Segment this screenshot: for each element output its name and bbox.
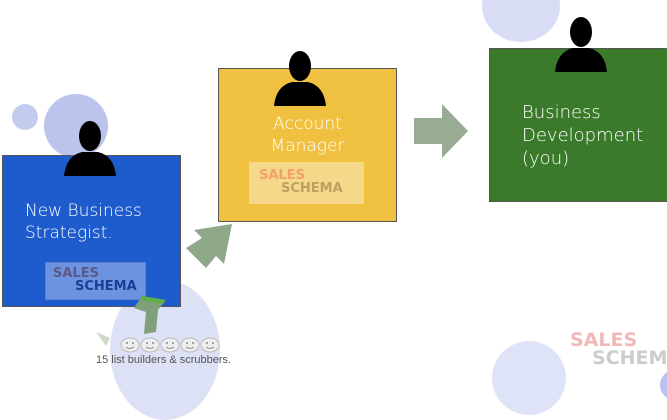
sales-schema-logo: SALES SCHEMA [259, 168, 343, 196]
logo-panel [45, 262, 146, 300]
smiley-icon [180, 337, 200, 353]
smiley-icon [160, 337, 180, 353]
role-label: Manager [270, 136, 345, 156]
sales-schema-logo: SALES SCHEMA [53, 266, 137, 294]
smiley-icon [200, 337, 220, 353]
arrow-fragment-icon [96, 332, 110, 346]
sales-schema-watermark: SALES SCHEMA [570, 329, 667, 369]
smiley-group [120, 337, 220, 353]
person-icon [555, 17, 607, 72]
person-icon [64, 121, 116, 176]
role-label: (you) [522, 148, 570, 169]
role-label: Strategist. [25, 223, 113, 243]
logo-panel [249, 162, 364, 204]
role-label: Business [522, 102, 601, 123]
smiley-icon [120, 337, 140, 353]
smiley-icon [140, 337, 160, 353]
person-icon [274, 51, 326, 106]
decor-circle [482, 0, 560, 42]
role-label: Development [522, 125, 644, 146]
role-label: New Business [25, 201, 142, 221]
role-label: Account [273, 114, 342, 134]
caption: 15 list builders & scrubbers. [96, 354, 232, 366]
decor-circle [12, 104, 38, 130]
role-card-business-development: Business Development (you) [489, 48, 667, 202]
arrow-up-right-icon [186, 224, 232, 268]
decor-circle [492, 341, 566, 415]
arrow-right-icon [414, 104, 468, 158]
role-card-new-business-strategist: New Business Strategist. SALES SCHEMA [2, 155, 181, 307]
arrow-up-icon [134, 296, 166, 334]
decor-circle [660, 370, 667, 400]
